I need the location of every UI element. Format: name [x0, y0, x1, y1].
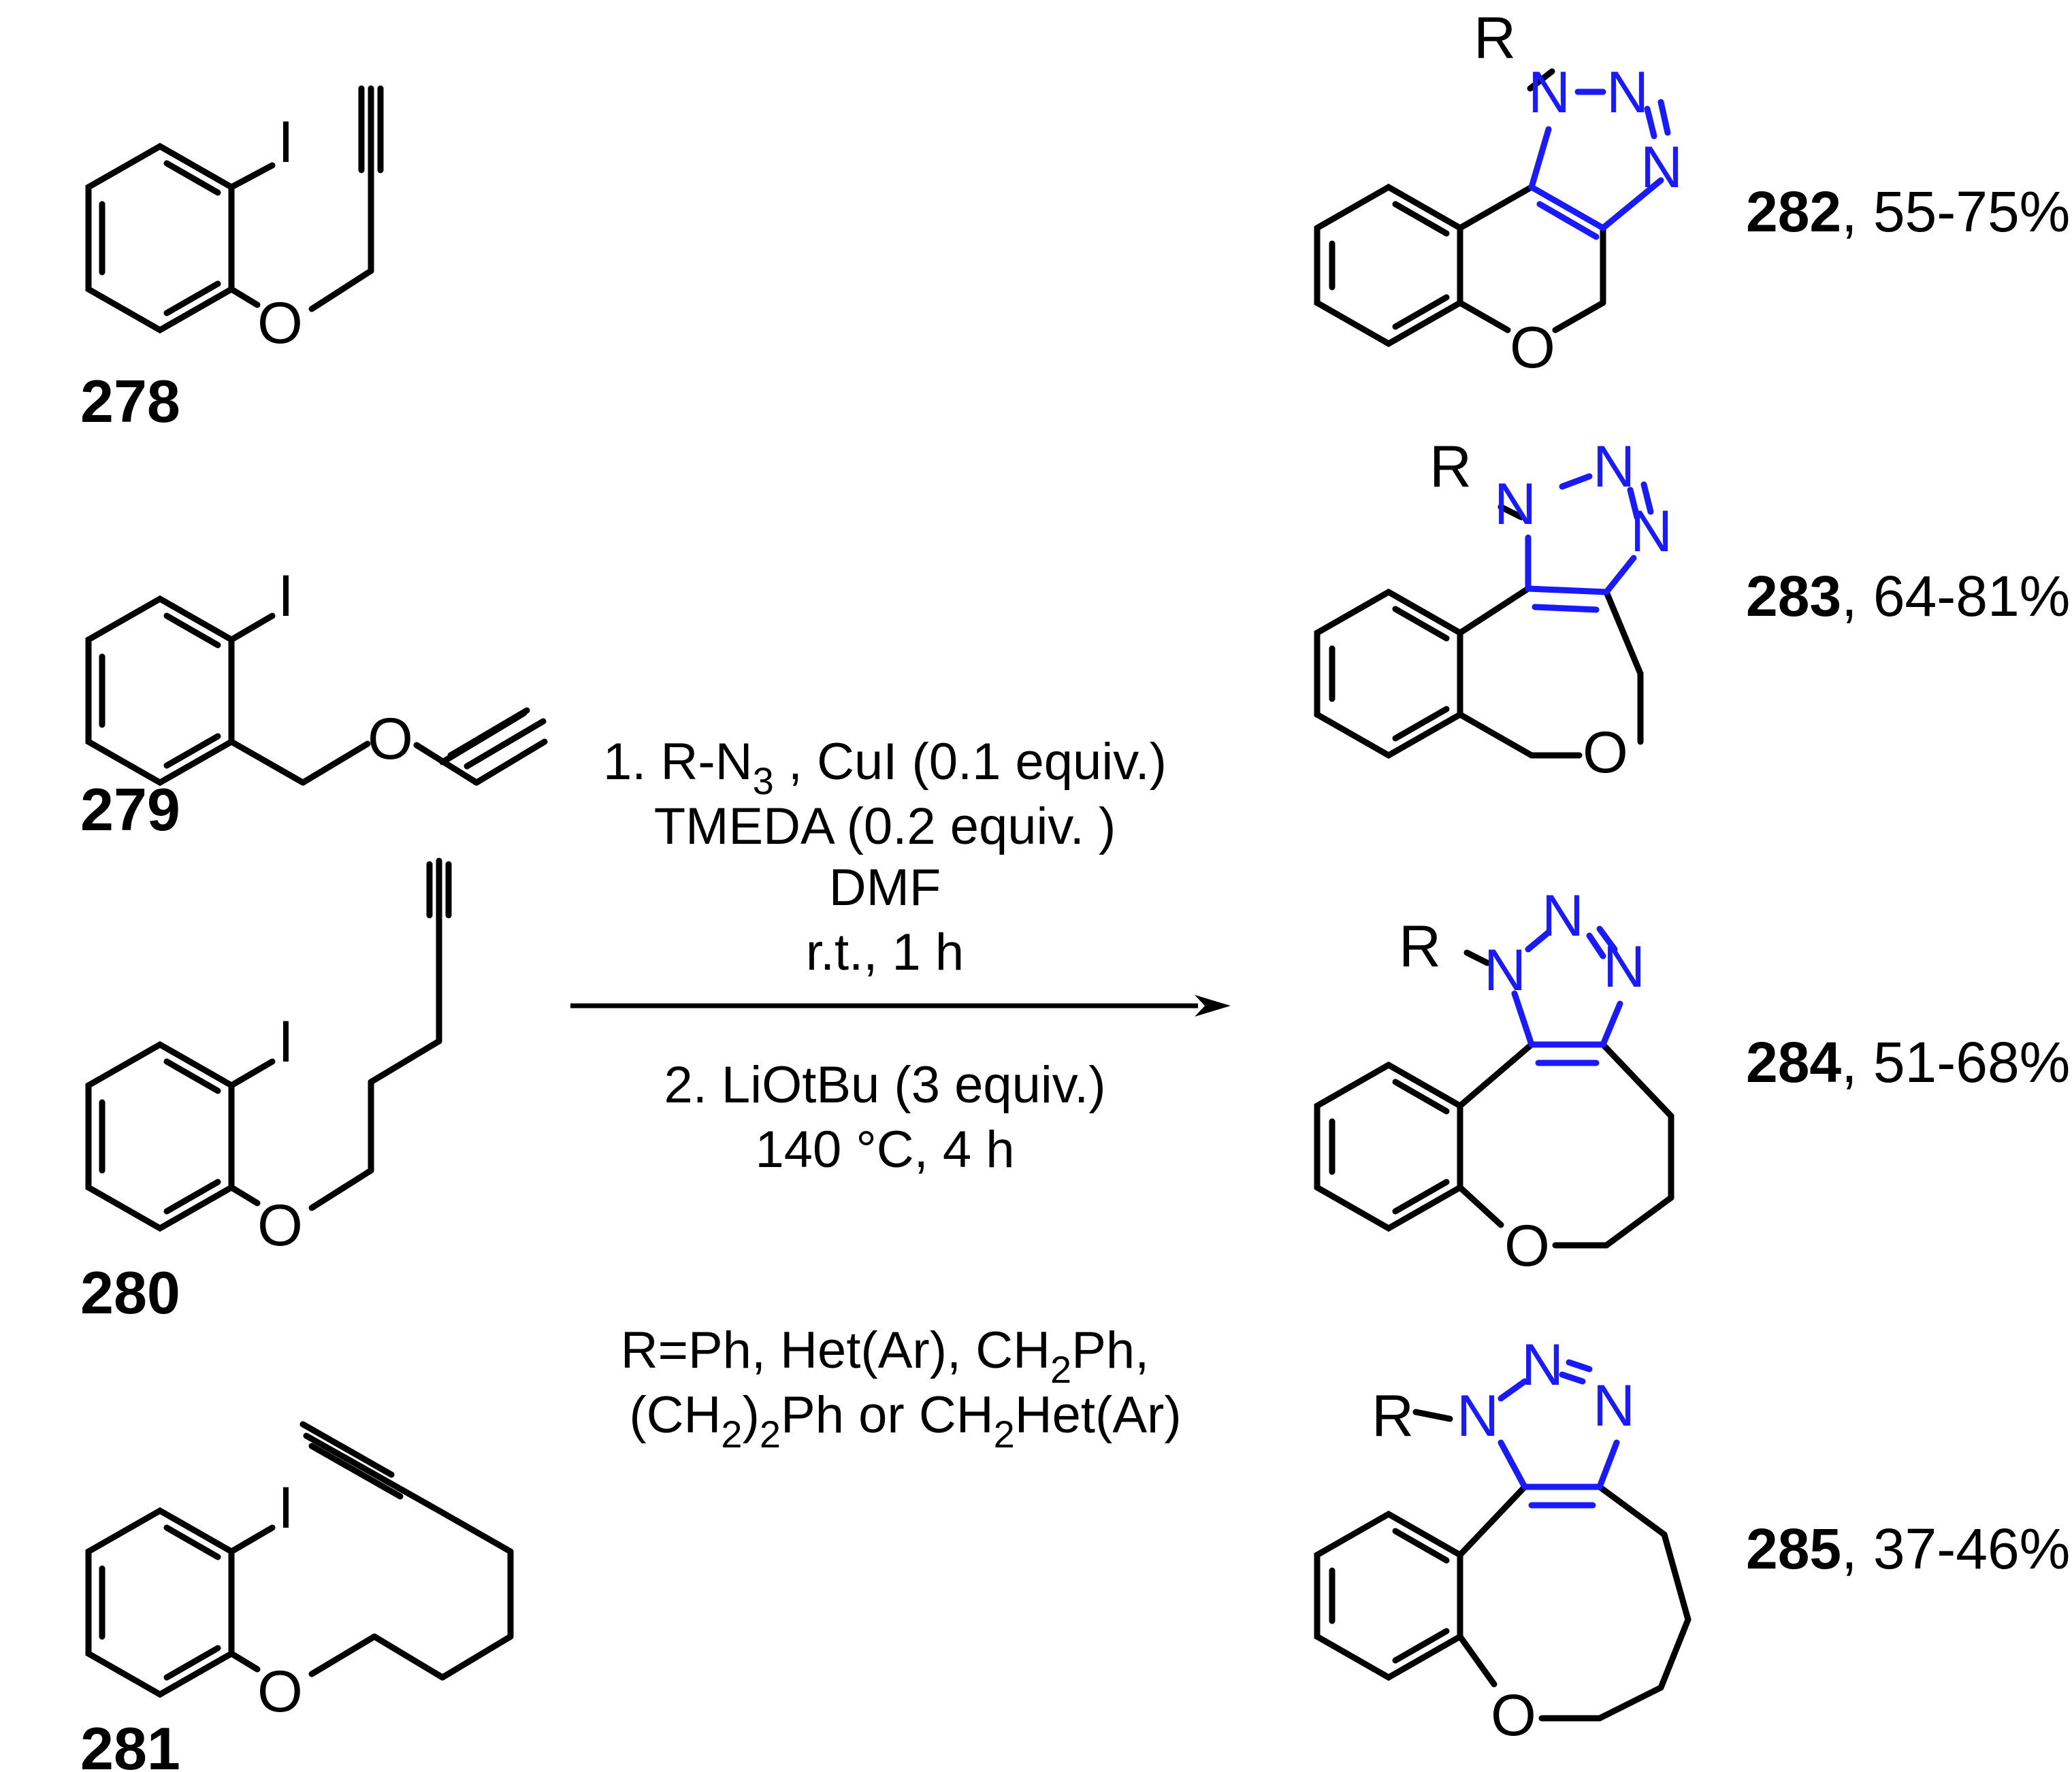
conditions-step-1: 1. R-N3 , CuI (0.1 equiv.) TMEDA (0.2 eq… [603, 733, 1167, 981]
atom-nitrogen: N [1593, 434, 1635, 499]
atom-oxygen: O [368, 706, 413, 772]
conditions-line-4: r.t., 1 h [806, 923, 964, 981]
atom-r: R [1372, 1383, 1414, 1449]
product-label-282: 282, 55-75% [1746, 180, 2070, 244]
compound-278 [85, 85, 384, 334]
atom-nitrogen: N [1457, 1383, 1499, 1449]
atom-r: R [1429, 434, 1472, 499]
atom-nitrogen: N [1630, 499, 1672, 564]
atom-r: R [1399, 914, 1441, 979]
compound-label-281: 281 [80, 1715, 180, 1772]
atom-nitrogen: N [1593, 1373, 1635, 1439]
product-label-283: 283, 64-81% [1746, 564, 2070, 628]
atom-iodine: I [278, 1475, 294, 1541]
reaction-arrow [570, 995, 1231, 1017]
atom-iodine: I [278, 1009, 294, 1074]
atom-nitrogen: N [1542, 883, 1584, 949]
compound-label-279: 279 [80, 776, 180, 843]
compound-280 [85, 857, 452, 1232]
compound-282 [1314, 68, 1671, 348]
product-label-285: 285, 37-46% [1746, 1517, 2070, 1581]
compound-label-280: 280 [80, 1259, 180, 1326]
atom-nitrogen: N [1521, 1332, 1564, 1398]
conditions-line-5: 2. LiOtBu (3 equiv.) [664, 1056, 1105, 1114]
r-group-definition: R=Ph, Het(Ar), CH2Ph, (CH2)2Ph or CH2Het… [621, 1322, 1182, 1456]
compound-279 [85, 595, 548, 787]
atom-nitrogen: N [1494, 472, 1536, 537]
product-label-284: 284, 51-68% [1746, 1030, 2070, 1094]
atom-nitrogen: N [1606, 60, 1649, 125]
atom-oxygen: O [1504, 1213, 1550, 1279]
atom-iodine: I [278, 563, 294, 629]
conditions-step-2: 2. LiOtBu (3 equiv.) 140 °C, 4 h [664, 1056, 1105, 1179]
conditions-line-1: 1. R-N3 , CuI (0.1 equiv.) [603, 733, 1167, 802]
atom-oxygen: O [257, 1659, 303, 1724]
atom-oxygen: O [1583, 720, 1628, 785]
conditions-line-6: 140 °C, 4 h [755, 1121, 1014, 1179]
r-group-line-1: R=Ph, Het(Ar), CH2Ph, [621, 1322, 1150, 1391]
conditions-line-3: DMF [829, 859, 941, 917]
atom-nitrogen: N [1603, 934, 1645, 1000]
atom-nitrogen: N [1484, 938, 1526, 1003]
atom-nitrogen: N [1528, 60, 1570, 125]
compound-284 [1314, 925, 1674, 1249]
compound-label-278: 278 [80, 367, 180, 435]
atom-iodine: I [278, 110, 294, 175]
compound-285 [1314, 1359, 1691, 1722]
atom-nitrogen: N [1640, 135, 1683, 200]
r-group-line-2: (CH2)2Ph or CH2Het(Ar) [629, 1386, 1181, 1456]
atom-oxygen: O [257, 1193, 303, 1258]
compound-281 [85, 1421, 514, 1699]
compound-283 [1314, 473, 1654, 759]
atom-oxygen: O [257, 291, 303, 356]
atom-oxygen: O [1491, 1683, 1536, 1748]
conditions-line-2: TMEDA (0.2 equiv. ) [654, 798, 1116, 855]
atom-oxygen: O [1510, 315, 1555, 380]
atom-r: R [1474, 5, 1516, 71]
